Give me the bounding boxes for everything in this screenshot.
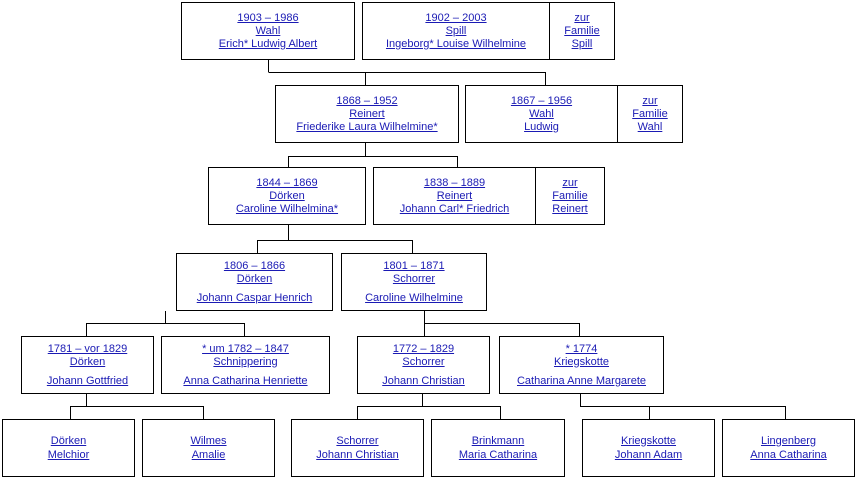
person-dates[interactable]: 1902 – 2003 — [425, 11, 487, 24]
person-box-anna-catharina-lingenberg: Lingenberg Anna Catharina — [722, 419, 855, 477]
family-link-name[interactable]: Wahl — [637, 120, 663, 133]
person-dates[interactable]: 1903 – 1986 — [237, 11, 299, 24]
person-given-name[interactable]: Johann Caspar Henrich — [196, 291, 313, 304]
person-dates[interactable]: 1868 – 1952 — [336, 94, 398, 107]
person-surname[interactable]: Kriegskotte — [620, 434, 677, 447]
person-given-name[interactable]: Ingeborg* Louise Wilhelmine — [385, 37, 527, 50]
person-surname[interactable]: Schorrer — [392, 272, 436, 285]
cell-divider — [549, 3, 550, 59]
person-surname[interactable]: Wilmes — [190, 434, 227, 447]
person-surname[interactable]: Schorrer — [402, 355, 445, 368]
family-link-name[interactable]: Spill — [571, 37, 593, 50]
person-surname[interactable]: Lingenberg — [760, 434, 817, 447]
person-box-johann-adam: Kriegskotte Johann Adam — [582, 419, 715, 477]
person-dates[interactable]: * 1774 — [565, 342, 598, 355]
person-given-name[interactable]: Ludwig — [524, 120, 559, 133]
person-surname[interactable]: Dörken — [69, 355, 106, 368]
person-dates[interactable]: 1806 – 1866 — [223, 259, 286, 272]
person-surname[interactable]: Dörken — [50, 434, 87, 447]
person-given-name[interactable]: Friederike Laura Wilhelmine* — [296, 120, 438, 133]
person-surname[interactable]: Reinert — [349, 107, 385, 120]
person-box-anna-catharina-henriette: * um 1782 – 1847 Schnippering Anna Catha… — [161, 336, 330, 394]
person-box-ludwig: 1867 – 1956 Wahl Ludwig zur Familie Wahl — [465, 85, 683, 143]
person-surname[interactable]: Schnippering — [213, 355, 278, 368]
person-box-johann-carl: 1838 – 1889 Reinert Johann Carl* Friedri… — [373, 167, 605, 225]
person-given-name[interactable]: Erich* Ludwig Albert — [218, 37, 318, 50]
person-surname[interactable]: Kriegskotte — [553, 355, 610, 368]
person-given-name[interactable]: Caroline Wilhelmine — [365, 291, 463, 304]
person-surname[interactable]: Wahl — [529, 107, 554, 120]
person-box-johann-gottfried: 1781 – vor 1829 Dörken Johann Gottfried — [21, 336, 154, 394]
person-surname[interactable]: Spill — [445, 24, 467, 37]
person-dates[interactable]: 1838 – 1889 — [423, 176, 486, 189]
person-surname[interactable]: Wahl — [255, 24, 281, 37]
person-given-name[interactable]: Anna Catharina Henriette — [183, 374, 308, 387]
person-surname[interactable]: Reinert — [436, 189, 473, 202]
person-box-caroline-dorken: 1844 – 1869 Dörken Caroline Wilhelmina* — [208, 167, 366, 225]
person-box-caroline-schorrer: 1801 – 1871 Schorrer Caroline Wilhelmine — [341, 253, 487, 311]
cell-divider — [535, 168, 536, 224]
person-dates[interactable]: * um 1782 – 1847 — [202, 342, 289, 355]
person-given-name[interactable]: Johann Adam — [614, 448, 683, 461]
person-dates[interactable]: 1844 – 1869 — [256, 176, 318, 189]
person-dates[interactable]: 1781 – vor 1829 — [47, 342, 128, 355]
family-link-zur[interactable]: zur — [562, 176, 578, 189]
person-box-friederike: 1868 – 1952 Reinert Friederike Laura Wil… — [275, 85, 459, 143]
person-given-name[interactable]: Catharina Anne Margarete — [516, 374, 647, 387]
person-dates[interactable]: 1801 – 1871 — [383, 259, 445, 272]
person-box-maria-catharina: Brinkmann Maria Catharina — [431, 419, 565, 477]
person-given-name[interactable]: Johann Gottfried — [46, 374, 129, 387]
person-box-melchior: Dörken Melchior — [2, 419, 135, 477]
cell-divider — [617, 86, 618, 142]
person-box-johann-christian: 1772 – 1829 Schorrer Johann Christian — [357, 336, 490, 394]
person-given-name[interactable]: Maria Catharina — [458, 448, 538, 461]
family-link-zur[interactable]: zur — [642, 94, 658, 107]
person-surname[interactable]: Dörken — [236, 272, 273, 285]
family-link-name[interactable]: Reinert — [552, 202, 588, 215]
family-link-familie[interactable]: Familie — [632, 107, 668, 120]
person-dates[interactable]: 1772 – 1829 — [392, 342, 455, 355]
person-box-erich: 1903 – 1986 Wahl Erich* Ludwig Albert — [181, 2, 355, 60]
person-given-name[interactable]: Amalie — [191, 448, 226, 461]
person-surname[interactable]: Dörken — [269, 189, 305, 202]
family-link-zur[interactable]: zur — [574, 11, 590, 24]
person-given-name[interactable]: Johann Christian — [382, 374, 465, 387]
family-link-familie[interactable]: Familie — [552, 189, 588, 202]
person-given-name[interactable]: Caroline Wilhelmina* — [235, 202, 339, 215]
person-given-name[interactable]: Melchior — [47, 448, 90, 461]
person-given-name[interactable]: Johann Christian — [316, 448, 399, 461]
person-surname[interactable]: Schorrer — [336, 434, 379, 447]
person-dates[interactable]: 1867 – 1956 — [510, 94, 573, 107]
person-box-johann-christian-sr: Schorrer Johann Christian — [291, 419, 424, 477]
person-box-catharina-anne: * 1774 Kriegskotte Catharina Anne Margar… — [499, 336, 664, 394]
person-box-johann-caspar: 1806 – 1866 Dörken Johann Caspar Henrich — [176, 253, 333, 311]
person-given-name[interactable]: Anna Catharina — [750, 448, 827, 461]
person-given-name[interactable]: Johann Carl* Friedrich — [399, 202, 510, 215]
person-box-amalie: Wilmes Amalie — [142, 419, 275, 477]
family-link-familie[interactable]: Familie — [564, 24, 600, 37]
person-box-ingeborg: 1902 – 2003 Spill Ingeborg* Louise Wilhe… — [362, 2, 615, 60]
person-surname[interactable]: Brinkmann — [471, 434, 525, 447]
